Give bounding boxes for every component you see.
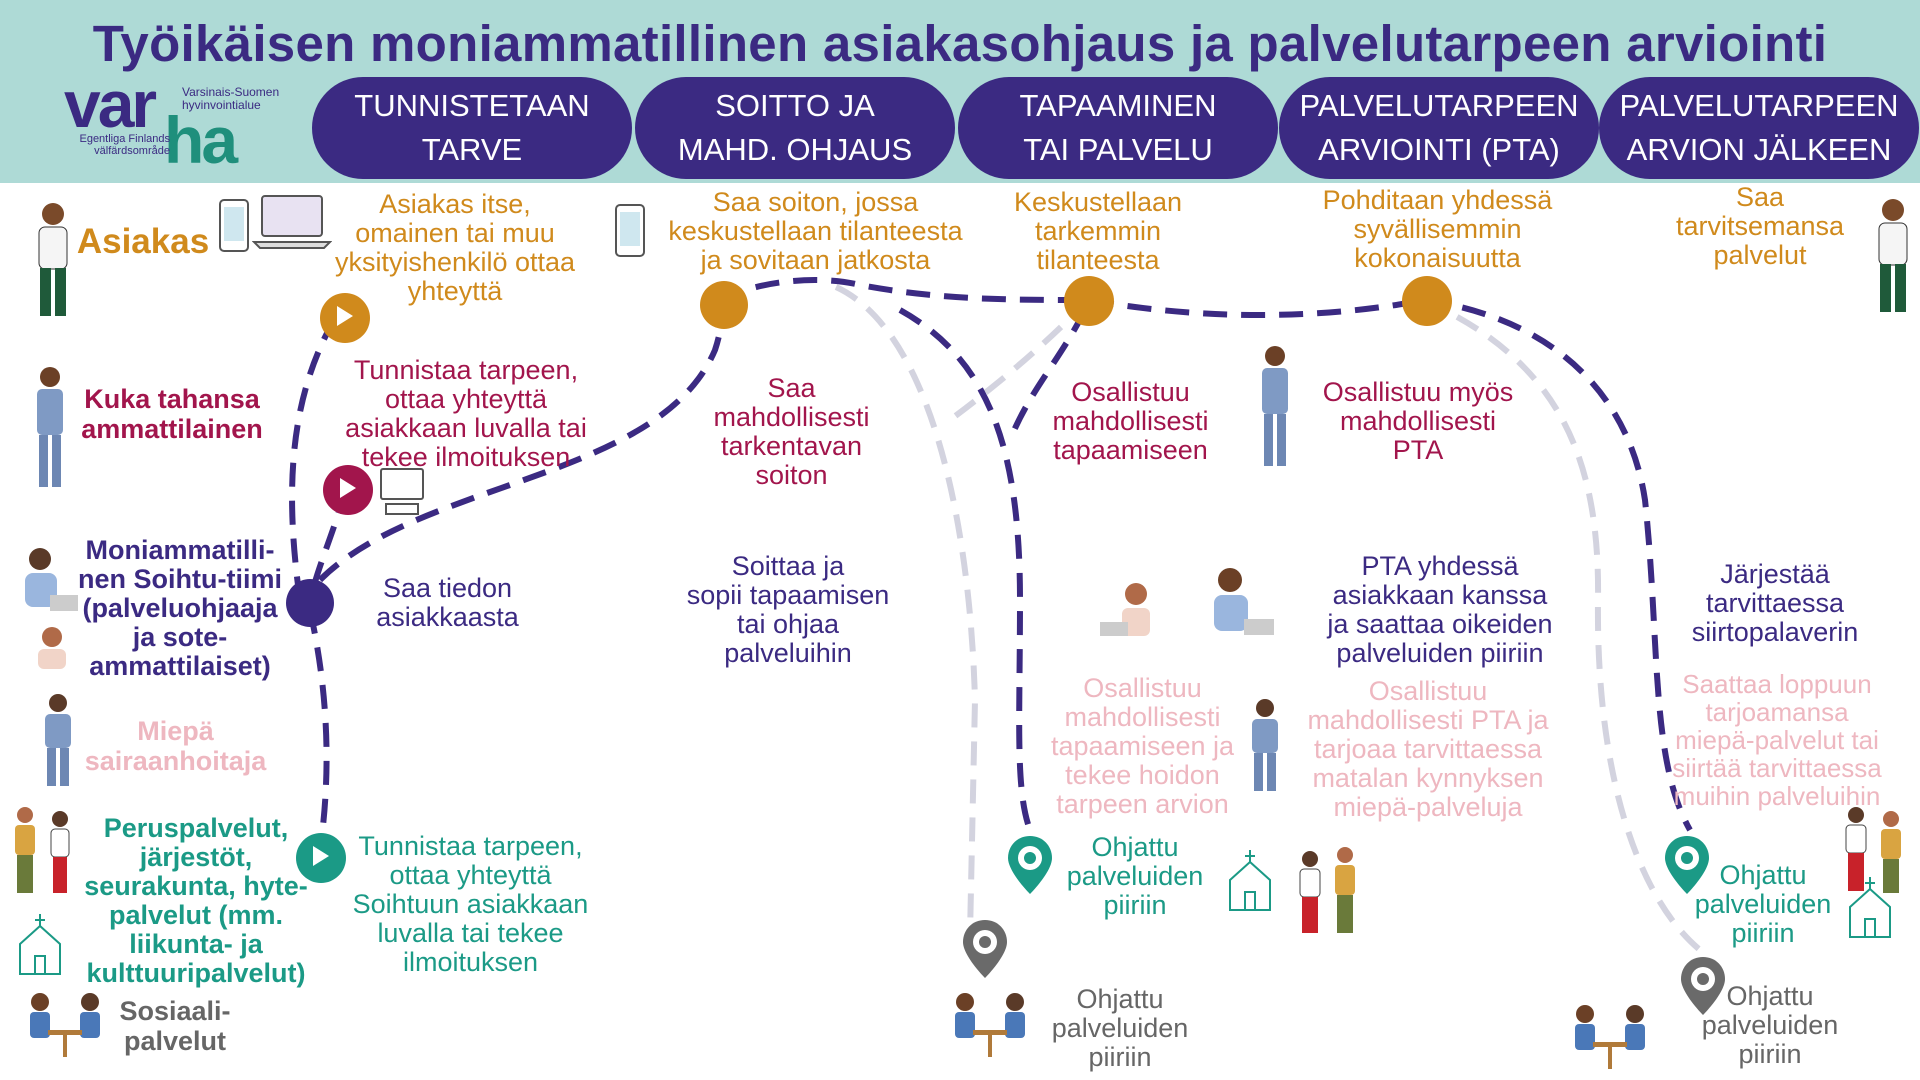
person-icon bbox=[1252, 699, 1278, 791]
light-paths bbox=[834, 284, 1702, 953]
location-pin-icon bbox=[963, 920, 1007, 978]
role-peruspalvelut: Peruspalvelut, järjestöt, seurakunta, hy… bbox=[84, 813, 308, 988]
person-icon bbox=[1214, 568, 1274, 635]
phase-tunnistetaan-tarve: TUNNISTETAAN TARVE bbox=[312, 77, 632, 179]
varha-logo: var ha Varsinais-Suomen hyvinvointialue … bbox=[42, 67, 312, 180]
person-icon bbox=[37, 367, 63, 487]
node-soihtu bbox=[286, 579, 334, 627]
text-pta-yhdessa: PTA yhdessä asiakkaan kanssa ja saattaa … bbox=[1327, 551, 1553, 668]
text-miepa-jalkeen: Saattaa loppuun tarjoamansa miepä-palvel… bbox=[1672, 669, 1882, 811]
text-osallistuu-tapaamiseen: Osallistuu mahdollisesti tapaamiseen bbox=[1052, 377, 1209, 465]
person-icon bbox=[45, 694, 71, 786]
light-path-3 bbox=[1421, 297, 1702, 953]
text-soittaa: Soittaa ja sopii tapaamisen tai ohjaa pa… bbox=[686, 551, 890, 668]
text-miepa-tapaaminen: Osallistuu mahdollisesti tapaamiseen ja … bbox=[1050, 673, 1235, 819]
person-icon bbox=[38, 627, 66, 669]
text-saa-soiton: Saa soiton, jossa keskustellaan tilantee… bbox=[668, 187, 963, 275]
logo-subtitle-fi: Varsinais-Suomen hyvinvointialue bbox=[182, 85, 280, 112]
text-osallistuu-pta: Osallistuu myös mahdollisesti PTA bbox=[1322, 377, 1514, 465]
location-pin-icon bbox=[1008, 836, 1052, 894]
location-pin-icon bbox=[1665, 836, 1709, 894]
text-pohditaan: Pohditaan yhdessä syvällisemmin kokonais… bbox=[1322, 185, 1553, 273]
text-saa-palvelut: Saa tarvitsemansa palvelut bbox=[1675, 182, 1845, 270]
text-keskustellaan: Keskustellaan tarkemmin tilanteesta bbox=[1013, 187, 1183, 275]
person-icon bbox=[1575, 1005, 1645, 1069]
person-icon bbox=[1262, 346, 1288, 466]
text-jarjestaa: Järjestää tarvittaessa siirtopalaverin bbox=[1691, 559, 1859, 647]
phase-pta-jalkeen: PALVELUTARPEEN ARVION JÄLKEEN bbox=[1599, 77, 1919, 179]
text-saa-tiedon: Saa tiedon asiakkaasta bbox=[376, 573, 519, 632]
path-soihtu-to-perus bbox=[307, 609, 330, 851]
computer-icon bbox=[380, 468, 424, 515]
light-path-2 bbox=[948, 297, 1091, 423]
node-tapaaminen bbox=[1064, 276, 1114, 326]
role-asiakas: Asiakas bbox=[76, 222, 210, 261]
text-ohjattu-grey-2: Ohjattu palveluiden piiriin bbox=[1701, 981, 1839, 1069]
phase-soitto: SOITTO JA MAHD. OHJAUS bbox=[635, 77, 955, 179]
person-icon bbox=[25, 548, 78, 611]
church-icon bbox=[19, 914, 61, 975]
text-ohjattu-grey-1: Ohjattu palveluiden piiriin bbox=[1051, 984, 1189, 1072]
text-tunnistaa-peruspalvelut: Tunnistaa tarpeen, ottaa yhteyttä Soihtu… bbox=[352, 831, 589, 977]
church-icon bbox=[1849, 877, 1891, 938]
laptop-icon bbox=[252, 195, 332, 249]
text-tunnistaa-ammattilainen: Tunnistaa tarpeen, ottaa yhteyttä asiakk… bbox=[345, 355, 587, 472]
role-ammattilainen: Kuka tahansa ammattilainen bbox=[81, 384, 263, 444]
person-icon bbox=[30, 993, 100, 1057]
role-soihtu-tiimi: Moniammatilli- nen Soihtu-tiimi (palvelu… bbox=[78, 535, 282, 681]
person-icon bbox=[15, 807, 70, 893]
node-pta bbox=[1402, 276, 1452, 326]
logo-text-var: var bbox=[64, 67, 157, 141]
person-icon bbox=[1878, 199, 1908, 312]
path-meeting-to-osallistuu bbox=[1007, 308, 1088, 442]
phase-pta: PALVELUTARPEEN ARVIOINTI (PTA) bbox=[1279, 77, 1599, 179]
header-band: Työikäisen moniammatillinen asiakasohjau… bbox=[0, 0, 1920, 183]
logo-subtitle-sv: Egentliga Finlands välfärdsområde bbox=[79, 133, 170, 157]
page-title: Työikäisen moniammatillinen asiakasohjau… bbox=[92, 15, 1828, 72]
person-icon bbox=[955, 993, 1025, 1057]
node-soitto bbox=[700, 281, 748, 329]
light-path-1 bbox=[834, 284, 979, 936]
play-icon bbox=[323, 465, 373, 515]
role-miepa: Miepä sairaanhoitaja bbox=[84, 716, 267, 776]
logo-text-ha: ha bbox=[164, 103, 238, 177]
path-meeting-to-pta bbox=[1089, 297, 1426, 318]
phone-icon bbox=[615, 204, 645, 257]
role-sosiaalipalvelut: Sosiaali- palvelut bbox=[119, 996, 231, 1056]
phone-icon bbox=[219, 199, 249, 252]
phase-tapaaminen: TAPAAMINEN TAI PALVELU bbox=[958, 77, 1278, 179]
text-ohjattu-teal-1: Ohjattu palveluiden piiriin bbox=[1066, 832, 1204, 920]
location-pin-icon bbox=[1681, 957, 1725, 1015]
path-call-to-ohjattu bbox=[898, 307, 1033, 832]
text-miepa-pta: Osallistuu mahdollisesti PTA ja tarjoaa … bbox=[1307, 676, 1549, 822]
text-ohjattu-teal-2: Ohjattu palveluiden piiriin bbox=[1694, 860, 1832, 948]
person-icon bbox=[38, 203, 68, 316]
path-asiakas-to-soihtu bbox=[289, 316, 338, 601]
text-asiakas-itse: Asiakas itse, omainen tai muu yksityishe… bbox=[334, 189, 576, 306]
person-icon bbox=[1100, 583, 1150, 636]
play-icon bbox=[296, 833, 346, 883]
church-icon bbox=[1229, 850, 1271, 911]
path-call-to-meeting bbox=[718, 277, 1091, 303]
text-saa-tarkentavan: Saa mahdollisesti tarkentavan soiton bbox=[713, 373, 870, 490]
play-icon bbox=[320, 293, 370, 343]
path-pta-to-end bbox=[1424, 297, 1693, 832]
person-icon bbox=[1845, 807, 1901, 893]
person-icon bbox=[1299, 847, 1355, 933]
